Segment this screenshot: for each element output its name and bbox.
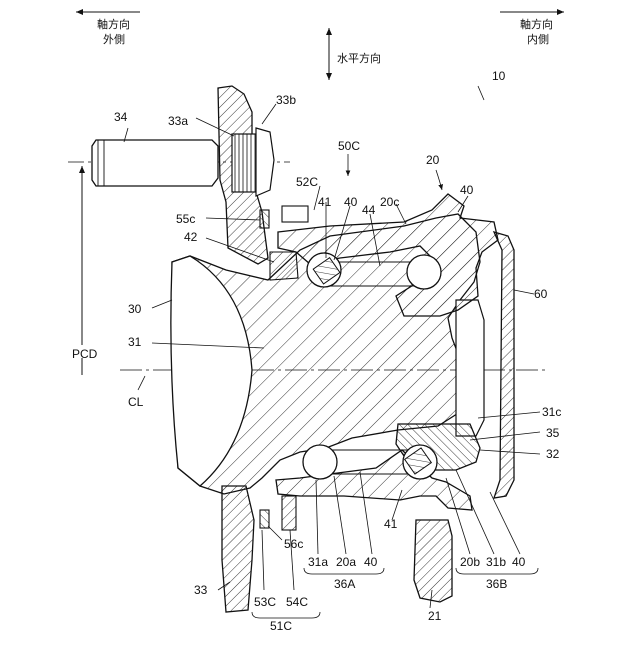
hub-bolt-34	[92, 128, 274, 196]
label-31a: 31a	[308, 555, 328, 569]
seal-55c	[260, 210, 269, 228]
label-40-36B: 40	[512, 555, 526, 569]
label-44: 44	[362, 203, 376, 217]
part-42	[270, 252, 298, 280]
label-32: 32	[546, 447, 560, 461]
axial-outer-label-line2: 外側	[103, 33, 125, 46]
label-53C: 53C	[254, 595, 276, 609]
label-40-top-right: 40	[460, 183, 474, 197]
label-20a: 20a	[336, 555, 356, 569]
label-51C: 51C	[270, 619, 292, 633]
part-52C	[282, 206, 308, 222]
label-36B: 36B	[486, 577, 507, 591]
label-42: 42	[184, 230, 198, 244]
label-50C: 50C	[338, 139, 360, 153]
cl-label: CL	[128, 395, 144, 409]
axial-outer-indicator: 軸方向 外側	[76, 12, 140, 46]
axial-inner-label-line2: 内側	[527, 32, 549, 46]
label-21: 21	[428, 609, 442, 623]
label-35: 35	[546, 426, 560, 440]
label-40-36A: 40	[364, 555, 378, 569]
label-10: 10	[492, 69, 506, 83]
label-33b: 33b	[276, 93, 296, 107]
horizontal-direction-label: 水平方向	[337, 51, 381, 65]
cap-60	[494, 232, 514, 498]
label-55c: 55c	[176, 212, 195, 226]
label-60: 60	[534, 287, 548, 301]
axial-inner-label-line1: 軸方向	[520, 17, 553, 31]
label-40-top: 40	[344, 195, 358, 209]
label-33a: 33a	[168, 114, 188, 128]
label-20b: 20b	[460, 555, 480, 569]
label-33: 33	[194, 583, 208, 597]
label-41-bottom: 41	[384, 517, 398, 531]
seal-56c	[260, 510, 269, 528]
ball-upper-inboard	[407, 255, 441, 289]
pcd-label: PCD	[72, 347, 98, 361]
label-56c: 56c	[284, 537, 303, 551]
label-52C: 52C	[296, 175, 318, 189]
label-30: 30	[128, 302, 142, 316]
label-34: 34	[114, 110, 128, 124]
label-41-top: 41	[318, 195, 332, 209]
part-54C	[282, 496, 296, 530]
label-54C: 54C	[286, 595, 308, 609]
label-36A: 36A	[334, 577, 355, 591]
label-31b: 31b	[486, 555, 506, 569]
label-20: 20	[426, 153, 440, 167]
label-31c: 31c	[542, 405, 561, 419]
label-31: 31	[128, 335, 142, 349]
label-20c: 20c	[380, 195, 399, 209]
axial-outer-label-line1: 軸方向	[97, 17, 130, 31]
ball-lower-outboard	[303, 445, 337, 479]
horizontal-direction-indicator: 水平方向	[329, 28, 381, 80]
axial-inner-indicator: 軸方向 内側	[500, 12, 564, 46]
